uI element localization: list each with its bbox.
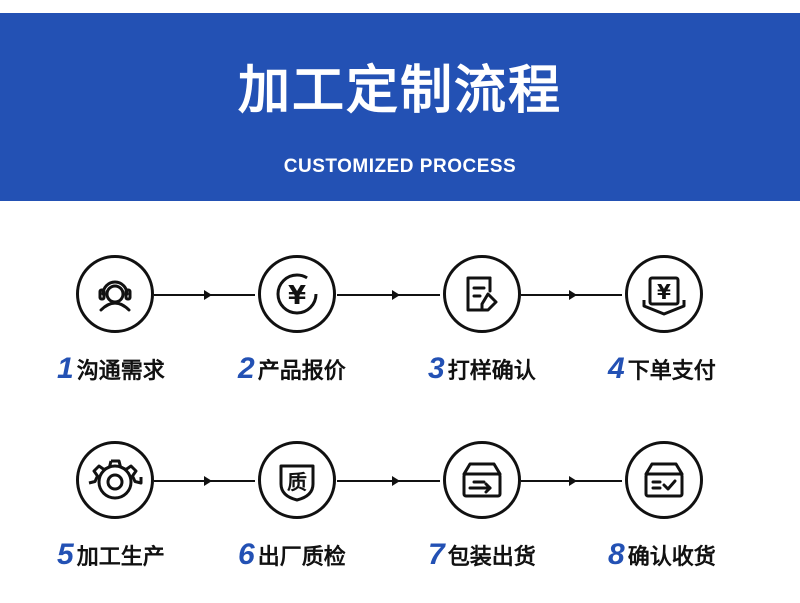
step-4-label: 4 下单支付 [608, 352, 716, 386]
step-3-circle [443, 255, 521, 333]
step-8-label: 8 确认收货 [608, 538, 716, 572]
step-title: 下单支付 [627, 359, 716, 384]
step-number: 6 [238, 538, 255, 571]
step-2-label: 2 产品报价 [238, 352, 346, 386]
headset-agent-icon [98, 280, 132, 312]
quality-shield-icon: 质 [279, 464, 315, 502]
step-4-circle: ¥ [625, 255, 703, 333]
svg-text:质: 质 [287, 470, 307, 494]
arrow-connector [154, 476, 255, 486]
step-title: 产品报价 [257, 359, 346, 384]
step-title: 包装出货 [447, 545, 536, 570]
arrow-connector [521, 476, 622, 486]
step-1-label: 1 沟通需求 [57, 352, 165, 386]
yen-bill-icon: ¥ [642, 276, 686, 316]
step-5-label: 5 加工生产 [57, 538, 165, 572]
document-edit-icon [466, 276, 498, 312]
step-number: 1 [57, 352, 74, 385]
svg-text:¥: ¥ [657, 280, 671, 304]
page-title: 加工定制流程 [237, 61, 562, 121]
arrow-connector [337, 476, 440, 486]
step-number: 7 [428, 538, 445, 571]
step-7-label: 7 包装出货 [428, 538, 536, 572]
step-6-circle: 质 [258, 441, 336, 519]
step-title: 打样确认 [447, 359, 536, 384]
arrow-connector [521, 290, 622, 300]
step-title: 加工生产 [76, 545, 165, 570]
header-banner: 加工定制流程 CUSTOMIZED PROCESS [0, 13, 800, 201]
step-number: 8 [608, 538, 625, 571]
step-8-circle [625, 441, 703, 519]
step-title: 沟通需求 [76, 359, 165, 384]
step-1-circle [76, 255, 154, 333]
box-shipping-icon [462, 462, 502, 498]
step-6-label: 6 出厂质检 [238, 538, 346, 572]
step-number: 2 [238, 352, 255, 385]
svg-text:¥: ¥ [288, 281, 306, 311]
step-2-circle: ¥ [258, 255, 336, 333]
page-subtitle: CUSTOMIZED PROCESS [283, 156, 517, 177]
step-title: 出厂质检 [257, 545, 346, 570]
box-check-icon [644, 462, 684, 498]
arrow-connector [337, 290, 440, 300]
step-number: 3 [428, 352, 445, 385]
step-5-circle [76, 441, 154, 519]
gear-icon [88, 459, 143, 500]
step-7-circle [443, 441, 521, 519]
step-title: 确认收货 [627, 545, 716, 570]
step-number: 5 [57, 538, 74, 571]
step-number: 4 [608, 352, 625, 385]
arrow-connector [154, 290, 255, 300]
yen-coin-icon: ¥ [276, 273, 318, 315]
step-3-label: 3 打样确认 [428, 352, 536, 386]
